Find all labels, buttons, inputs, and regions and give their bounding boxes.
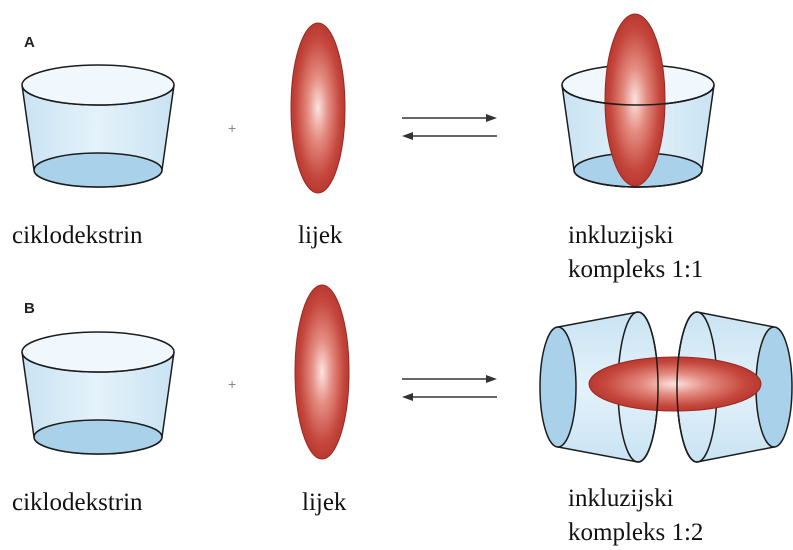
panel-b-drug-ellipse: [294, 284, 350, 460]
panel-b-letter: B: [24, 300, 35, 317]
panel-b-host-label: ciklodekstrin: [12, 489, 143, 516]
panel-a-inclusion-complex: [561, 13, 715, 188]
panel-b-plus-sign: +: [228, 376, 236, 392]
panel-b-cyclodextrin-cup: [21, 331, 175, 455]
panel-a-drug-ellipse: [290, 22, 346, 194]
panel-a-cyclodextrin-cup: [21, 64, 175, 188]
panel-a: A ciklodekstrin + lijek in: [12, 13, 715, 283]
panel-a-equilibrium-arrows: [402, 114, 497, 140]
panel-a-host-label: ciklodekstrin: [12, 222, 143, 249]
panel-a-complex-label-line2: kompleks 1:1: [568, 256, 703, 283]
panel-b-inclusion-complex: [539, 311, 793, 463]
panel-a-letter: A: [24, 34, 35, 51]
panel-b-complex-label-line1: inkluzijski: [568, 485, 674, 512]
panel-b: B ciklodekstrin + lijek: [12, 284, 793, 546]
panel-b-equilibrium-arrows: [402, 375, 497, 401]
panel-a-guest-label: lijek: [298, 222, 343, 249]
panel-b-guest-label: lijek: [302, 489, 347, 516]
panel-a-plus-sign: +: [228, 120, 236, 136]
panel-b-complex-label-line2: kompleks 1:2: [568, 519, 703, 546]
panel-a-complex-label-line1: inkluzijski: [568, 222, 674, 249]
